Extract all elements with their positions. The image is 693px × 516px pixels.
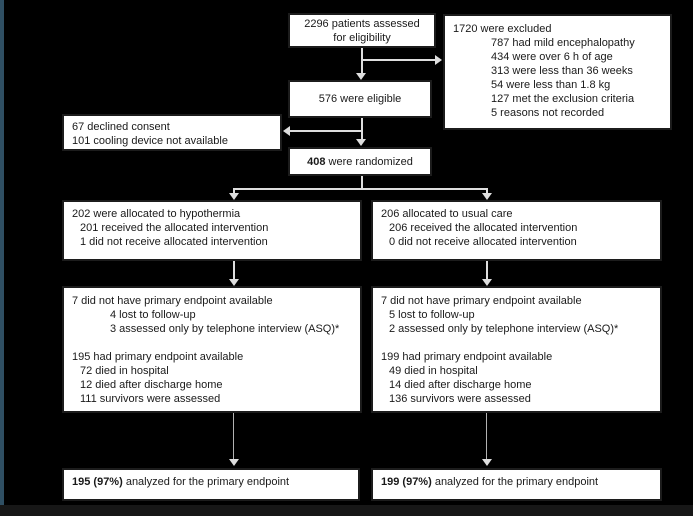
text-line [72, 336, 352, 350]
box-randomized-text: 408 were randomized [307, 155, 413, 169]
text-line: 5 lost to follow-up [389, 309, 475, 321]
text-line: 136 survivors were assessed [389, 393, 531, 405]
text-line: 206 received the allocated intervention [389, 222, 578, 234]
arrowhead-to-followup-right-icon [482, 279, 492, 286]
text-line: 1 did not receive allocated intervention [80, 236, 268, 248]
text-line: 3 assessed only by telephone interview (… [110, 323, 340, 335]
text-line: 7 did not have primary endpoint availabl… [381, 295, 582, 307]
arrowhead-to-excluded-icon [435, 55, 442, 65]
text-line: 14 died after discharge home [389, 379, 532, 391]
arrow-split-left [233, 188, 235, 195]
box-excluded: 1720 were excluded 787 had mild encephalo… [443, 14, 672, 130]
text-line: 4 lost to follow-up [110, 309, 196, 321]
arrow-split-right [486, 188, 488, 195]
text-line: 0 did not receive allocated intervention [389, 236, 577, 248]
arrow-split-bar [233, 188, 488, 190]
window-edge-left [0, 0, 4, 516]
arrow-assessed-to-eligible [361, 48, 363, 74]
box-randomized: 408 were randomized [288, 147, 432, 176]
arrow-usual-care-to-followup [486, 261, 488, 280]
arrow-eligible-to-randomized [361, 118, 363, 140]
analyzed-right-count: 199 (97%) [381, 476, 432, 488]
analyzed-left-text: 195 (97%) analyzed for the primary endpo… [72, 475, 350, 489]
arrowhead-to-randomized-icon [356, 139, 366, 146]
box-followup-hypothermia: 7 did not have primary endpoint availabl… [62, 286, 362, 413]
arrow-randomized-stem [361, 176, 363, 190]
arrowhead-to-analyzed-right-icon [482, 459, 492, 466]
text-line: 787 had mild encephalopathy [491, 37, 635, 49]
text-line: 5 reasons not recorded [491, 107, 605, 119]
analyzed-left-count: 195 (97%) [72, 476, 123, 488]
text-line: 202 were allocated to hypothermia [72, 208, 241, 220]
text-line [381, 336, 652, 350]
randomized-label: were randomized [325, 155, 413, 168]
text-line: for eligibility [333, 31, 391, 44]
box-declined-consent: 67 declined consent 101 cooling device no… [62, 114, 282, 151]
arrowhead-to-usual-care-icon [482, 193, 492, 200]
text-line: 111 survivors were assessed [80, 393, 221, 405]
arrowhead-to-followup-left-icon [229, 279, 239, 286]
arrow-to-declined [290, 130, 362, 132]
text-line: 206 allocated to usual care [381, 208, 513, 220]
randomized-count: 408 [307, 155, 326, 168]
text-line: 2 assessed only by telephone interview (… [389, 323, 619, 335]
text-line: 12 died after discharge home [80, 379, 223, 391]
analyzed-right-text: 199 (97%) analyzed for the primary endpo… [381, 475, 652, 489]
text-line: 101 cooling device not available [72, 135, 228, 147]
box-followup-usual-care: 7 did not have primary endpoint availabl… [371, 286, 662, 413]
arrow-followup-to-analyzed-right [486, 413, 487, 460]
arrow-hypothermia-to-followup [233, 261, 235, 280]
box-allocated-usual-care: 206 allocated to usual care 206 received … [371, 200, 662, 261]
arrow-to-excluded [362, 59, 435, 61]
text-line: 54 were less than 1.8 kg [491, 79, 611, 91]
text-line: 201 received the allocated intervention [80, 222, 269, 234]
arrowhead-to-hypothermia-icon [229, 193, 239, 200]
box-analyzed-hypothermia: 195 (97%) analyzed for the primary endpo… [62, 468, 360, 501]
window-edge-bottom [0, 505, 693, 516]
text-line: 67 declined consent [72, 121, 170, 133]
box-eligible: 576 were eligible [288, 80, 432, 118]
text-line: 49 died in hospital [389, 365, 478, 377]
box-eligible-text: 576 were eligible [318, 93, 402, 105]
text-line: 2296 patients assessed [304, 17, 420, 30]
text-line: 195 had primary endpoint available [72, 351, 244, 363]
box-analyzed-usual-care: 199 (97%) analyzed for the primary endpo… [371, 468, 662, 501]
arrow-followup-to-analyzed-left [233, 413, 234, 460]
analyzed-left-label: analyzed for the primary endpoint [122, 476, 290, 488]
arrowhead-to-eligible-icon [356, 73, 366, 80]
text-line: 72 died in hospital [80, 365, 169, 377]
text-line: 1720 were excluded [453, 23, 552, 35]
analyzed-right-label: analyzed for the primary endpoint [431, 476, 599, 488]
text-line: 313 were less than 36 weeks [491, 65, 633, 77]
text-line: 434 were over 6 h of age [491, 51, 613, 63]
text-line: 127 met the exclusion criteria [491, 93, 635, 105]
arrowhead-to-declined-icon [283, 126, 290, 136]
arrowhead-to-analyzed-left-icon [229, 459, 239, 466]
text-line: 7 did not have primary endpoint availabl… [72, 295, 273, 307]
box-allocated-hypothermia: 202 were allocated to hypothermia 201 rec… [62, 200, 362, 261]
text-line: 199 had primary endpoint available [381, 351, 553, 363]
